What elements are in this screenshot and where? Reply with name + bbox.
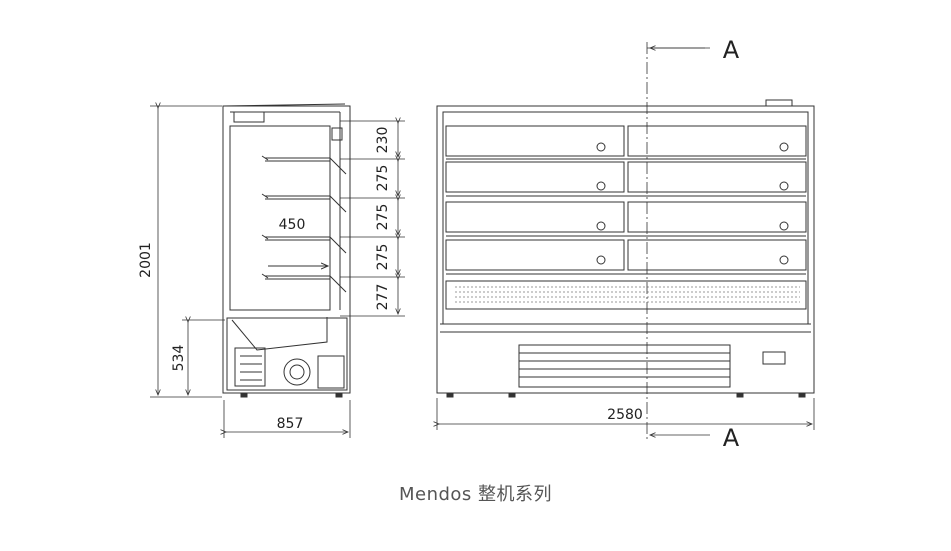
- front-dimensions: [437, 398, 815, 430]
- shelf-depth-label: 450: [279, 217, 306, 233]
- section-label-top: A: [723, 36, 740, 64]
- front-cabinet-outline: [436, 105, 815, 394]
- caption: Mendos 整机系列: [398, 484, 553, 505]
- side-base-unit: [226, 317, 348, 391]
- front-shelves: [445, 125, 807, 275]
- technical-drawing: 2001 534 857 450 230 275 275 275 277: [138, 36, 815, 452]
- shelf-spacing-3-label: 275: [375, 204, 391, 231]
- front-width-label: 2580: [607, 407, 643, 423]
- control-panel: [762, 351, 786, 365]
- front-grille: [445, 280, 807, 310]
- side-inner-cavity: [229, 125, 331, 311]
- base-height-label: 534: [171, 345, 187, 372]
- front-base-louvre: [518, 344, 731, 388]
- shelf-spacing-1-label: 230: [375, 127, 391, 154]
- side-dimensions: [150, 106, 405, 438]
- side-shelves: [261, 155, 347, 293]
- shelf-spacing-2-label: 275: [375, 165, 391, 192]
- shelf-spacing-5-label: 277: [375, 284, 391, 311]
- side-view: [222, 103, 351, 398]
- depth-label: 857: [277, 416, 304, 432]
- side-dimension-labels: 2001 534 857 450 230 275 275 275 277: [138, 127, 391, 432]
- section-line: [646, 42, 710, 440]
- top-vent-box: [765, 99, 793, 107]
- side-cabinet-outline: [222, 105, 351, 394]
- section-label-bottom: A: [723, 424, 740, 452]
- shelf-spacing-4-label: 275: [375, 244, 391, 271]
- total-height-label: 2001: [138, 242, 154, 278]
- front-view: [436, 99, 815, 398]
